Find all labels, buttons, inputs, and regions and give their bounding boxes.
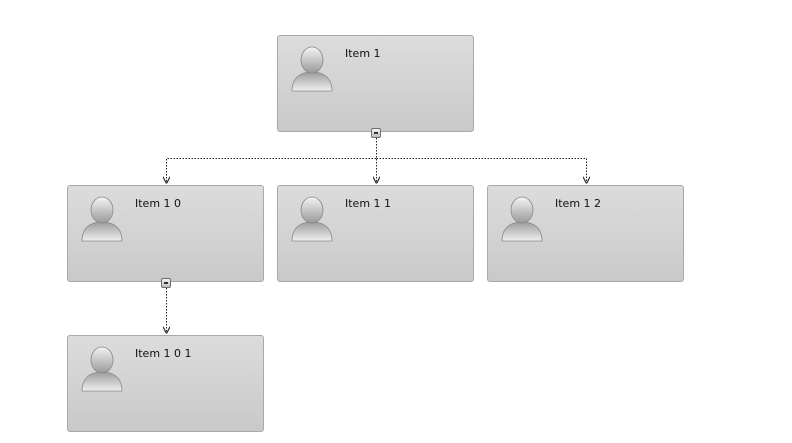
node-item-1[interactable]: Item 1 [277, 35, 474, 132]
node-item-1-0-1[interactable]: Item 1 0 1 [67, 335, 264, 432]
node-label: Item 1 [345, 47, 381, 60]
node-label: Item 1 2 [555, 197, 602, 210]
node-item-1-0[interactable]: Item 1 0 [67, 185, 264, 282]
node-item-1-1[interactable]: Item 1 1 [277, 185, 474, 282]
user-silhouette-icon [291, 46, 333, 92]
collapse-minus-icon[interactable] [371, 128, 381, 138]
node-label: Item 1 0 [135, 197, 182, 210]
collapse-minus-icon[interactable] [161, 278, 171, 288]
connector-item-1-to-item-1-0 [167, 138, 377, 183]
node-label: Item 1 0 1 [135, 347, 192, 360]
user-silhouette-icon [81, 346, 123, 392]
node-label: Item 1 1 [345, 197, 392, 210]
user-silhouette-icon [291, 196, 333, 242]
user-silhouette-icon [501, 196, 543, 242]
user-silhouette-icon [81, 196, 123, 242]
node-item-1-2[interactable]: Item 1 2 [487, 185, 684, 282]
connector-item-1-to-item-1-2 [376, 158, 587, 184]
